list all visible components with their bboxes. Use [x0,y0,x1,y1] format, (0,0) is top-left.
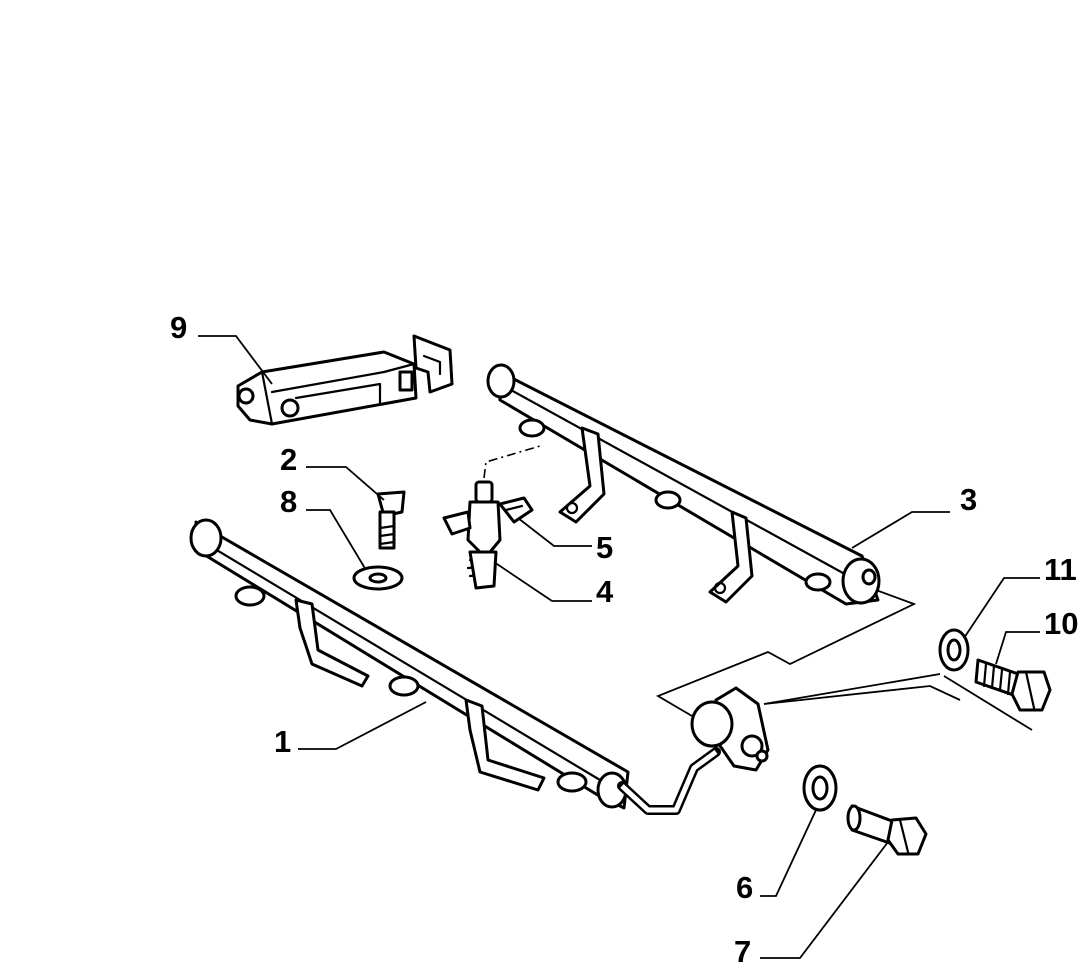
part-7-banjo-bolt [846,804,928,856]
callout-3: 3 [960,482,977,517]
part-4-injector [442,445,541,590]
callout-1: 1 [274,724,291,759]
callout-2: 2 [280,442,297,477]
callout-9: 9 [170,310,187,345]
part-3-fuel-rail-rear [486,363,881,606]
callout-6: 6 [736,870,753,905]
part-11-sealing-washer [938,628,970,672]
part-6-sealing-washer [802,764,838,812]
callout-10: 10 [1044,606,1078,641]
part-2-screw [376,490,406,550]
callout-4: 4 [596,574,614,609]
callout-leaders [198,335,1040,959]
assembly-guide-lines [655,589,1033,731]
callout-labels: 9 2 8 5 4 3 11 10 1 6 7 [170,310,1078,965]
part-9-connector-cover [236,334,454,426]
callout-11: 11 [1044,552,1077,587]
part-10-bolt [974,658,1052,712]
callout-8: 8 [280,484,297,519]
part-8-washer [352,565,404,591]
part-5-injector-clip [498,496,534,524]
callout-5: 5 [596,530,613,565]
callout-7: 7 [734,934,751,965]
part-1-fuel-rail-front [189,518,770,815]
